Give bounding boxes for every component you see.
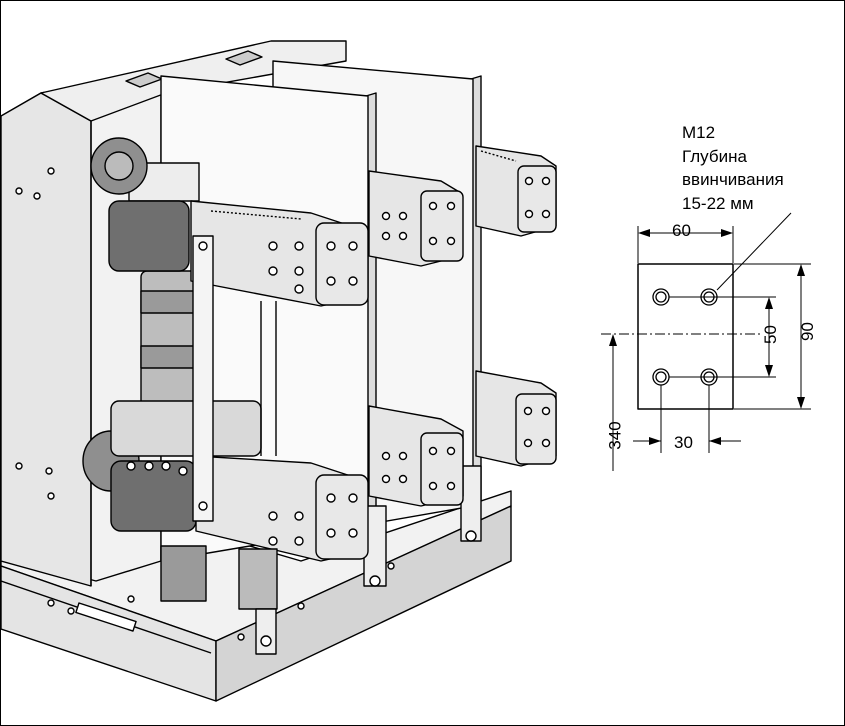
vacuum-interrupter [128,162,207,407]
depth-label-line2: ввинчивания [682,170,784,189]
dim-pitch-30: 30 [674,433,693,452]
depth-label-line1: Глубина [682,146,747,166]
dim-height-90: 90 [797,322,817,341]
terminal-rear-lower [460,370,557,542]
terminal-middle-lower [363,405,464,587]
terminal-front-lower [82,400,369,655]
terminal-detail [601,212,811,471]
dim-width-60: 60 [672,221,691,240]
terminal-rear-upper [475,145,557,237]
push-rod [192,235,277,522]
terminal-middle-upper [368,170,464,267]
dim-pitch-50: 50 [760,325,780,344]
thread-annotation: M12 Глубина ввинчивания 15-22 мм [682,121,784,215]
dim-offset-340: 340 [605,421,625,450]
thread-label: M12 [682,123,716,142]
terminal-front-upper [90,137,369,307]
depth-label-line3: 15-22 мм [682,193,754,213]
